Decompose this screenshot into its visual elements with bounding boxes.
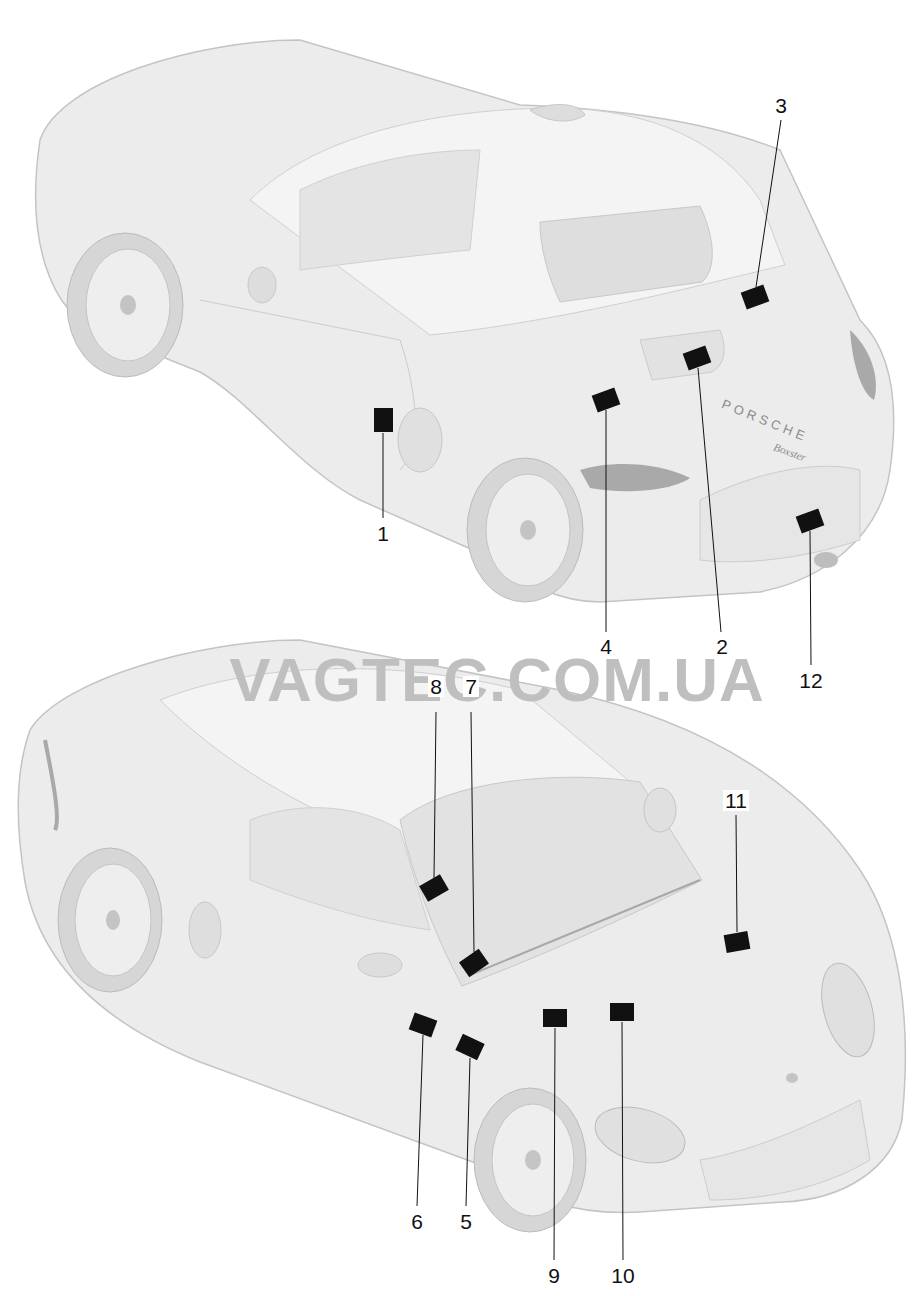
rear-view-car: [36, 40, 894, 602]
badge-text: PORSCHE: [720, 397, 810, 444]
callout-number: 2: [714, 636, 730, 657]
callout-number: 8: [428, 676, 444, 697]
callout-number: 11: [723, 790, 749, 811]
callout-number: 10: [609, 1265, 636, 1286]
watermark: VAGTEC.COM.UA: [229, 649, 764, 711]
callout-number: 1: [375, 523, 391, 544]
callout-number: 5: [458, 1211, 474, 1232]
front-view-car: [18, 640, 905, 1232]
callout-number: 6: [409, 1211, 425, 1232]
callout-number: 9: [546, 1265, 562, 1286]
callout-number: 12: [797, 670, 824, 691]
callout-number: 3: [773, 95, 789, 116]
model-script: Boxster: [772, 441, 807, 463]
callout-number: 7: [463, 676, 479, 697]
callout-number: 4: [598, 636, 614, 657]
